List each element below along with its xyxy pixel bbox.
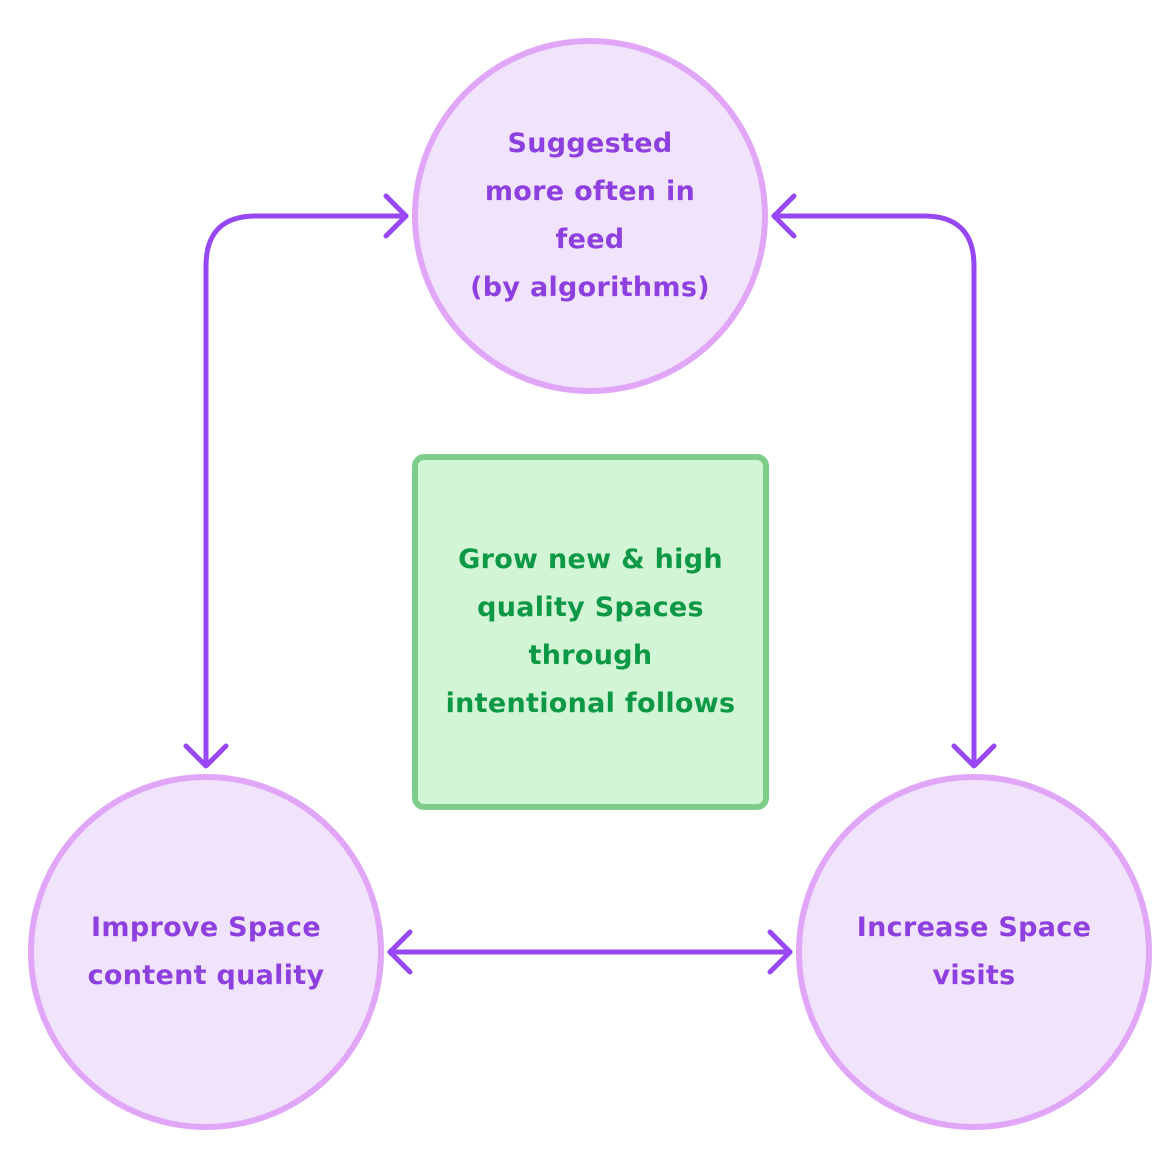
- node-increase-space-visits: Increase Space visits: [796, 774, 1152, 1130]
- goal-box: Grow new & high quality Spaces through i…: [412, 454, 769, 810]
- arrowhead-left-right-end: [767, 929, 793, 975]
- arrow-top-right: [771, 213, 977, 767]
- arrowhead-left-top-end: [383, 193, 409, 239]
- node-increase-space-visits-label: Increase Space visits: [856, 912, 1092, 991]
- arrowhead-top-right-end: [951, 743, 997, 769]
- node-improve-content-quality: Improve Space content quality: [28, 774, 384, 1130]
- node-suggested-in-feed: Suggested more often in feed (by algorit…: [412, 38, 768, 394]
- arrowhead-left-right-start: [387, 929, 413, 975]
- arrow-left-top: [203, 213, 409, 767]
- goal-box-label: Grow new & high quality Spaces through i…: [445, 544, 736, 719]
- node-improve-content-quality-label: Improve Space content quality: [87, 912, 325, 991]
- arrowhead-left-top-start: [183, 743, 229, 769]
- arrowhead-top-right-start: [771, 193, 797, 239]
- node-suggested-in-feed-label: Suggested more often in feed (by algorit…: [470, 128, 710, 303]
